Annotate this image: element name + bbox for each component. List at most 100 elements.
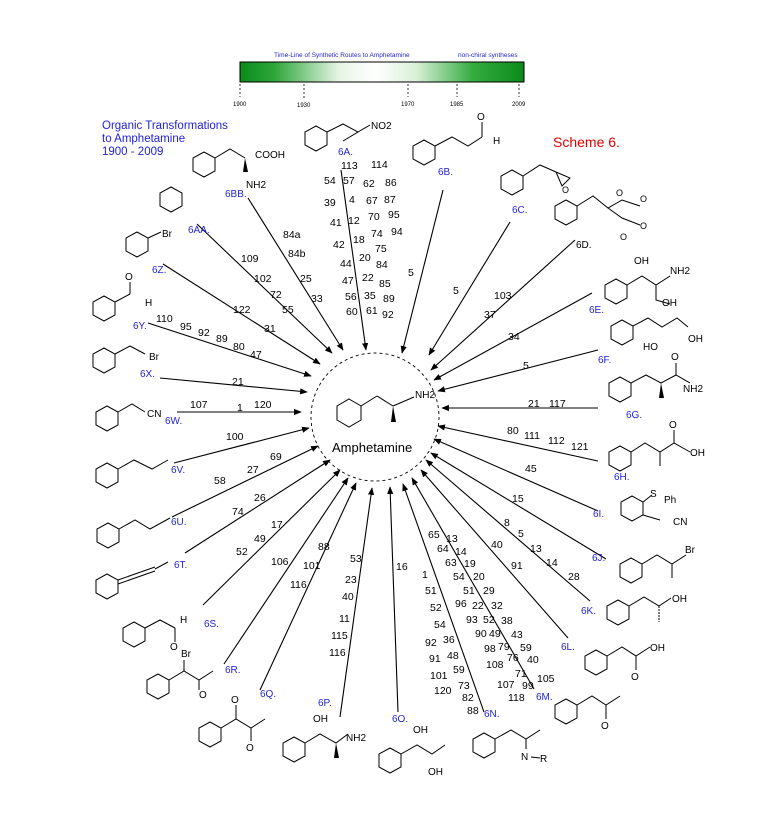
bond (494, 729, 541, 740)
tick-1985: 1985 (450, 102, 464, 108)
compound-label-6V: 6V. (171, 465, 185, 476)
wedge (243, 158, 248, 172)
center-bond (360, 395, 378, 407)
ref-number: 59 (520, 642, 532, 654)
atom-label: O (620, 232, 627, 242)
ref-number: 39 (324, 197, 336, 209)
ref-number: 89 (383, 293, 395, 305)
compound-label-6J: 6J. (592, 553, 605, 564)
ref-number: 107 (190, 399, 208, 411)
bond (118, 517, 171, 530)
atom-label: NH2 (683, 384, 703, 395)
ref-number: 92 (198, 327, 210, 339)
ref-number: 91 (511, 560, 523, 572)
ref-number: 13 (530, 543, 542, 555)
ref-number: 84a (283, 229, 301, 241)
benzene-ring (554, 199, 578, 226)
compound-label-6K: 6K. (581, 606, 596, 617)
ref-number: 4 (349, 194, 355, 206)
ref-number: 106 (271, 556, 289, 568)
atom-label: O (601, 721, 609, 732)
ref-number: 51 (463, 585, 475, 597)
reference-numbers: 113 114 54 57 62 86 39 4 67 87 41 12 70 … (156, 159, 589, 717)
atom-label: H (145, 298, 152, 309)
arrow-6O (387, 486, 399, 713)
arrow-6K (425, 459, 591, 602)
compound-structures: NO2 6A. O H 6B. O 6C. O O O O 6D. OH NH2… (92, 112, 705, 778)
benzene-ring (92, 347, 116, 374)
ref-number: 18 (353, 234, 365, 246)
ref-number: 26 (254, 492, 266, 504)
bond (641, 554, 687, 565)
compound-label-6D: 6D. (576, 240, 592, 251)
ref-number: 52 (483, 614, 495, 626)
atom-label: Br (685, 545, 696, 556)
ref-number: 13 (446, 533, 458, 545)
atom-label: OH (672, 594, 687, 605)
ref-number: 95 (180, 321, 192, 333)
atom-label: N (521, 752, 528, 763)
ref-number: 87 (384, 194, 396, 206)
bond (154, 561, 169, 570)
bond (144, 619, 176, 629)
arrow-6F (437, 349, 599, 393)
header: Organic Transformations to Amphetamine 1… (102, 120, 228, 158)
atom-label: S (650, 489, 657, 500)
ref-number: 35 (364, 290, 376, 302)
arrow-6C (428, 221, 511, 356)
compound-label-6X: 6X. (140, 369, 155, 380)
bond (522, 164, 571, 187)
ref-number: 12 (348, 215, 360, 227)
ref-number: 73 (458, 680, 470, 692)
ref-number: 74 (371, 228, 383, 240)
timeline: Time-Line of Synthetic Routes to Ampheta… (233, 52, 526, 109)
benzene-ring (95, 573, 119, 600)
timeline-ticks (239, 84, 520, 98)
ref-number: 5 (453, 285, 459, 297)
arrow-6V (173, 426, 310, 464)
benzene-ring (304, 125, 328, 152)
atom-label: NH2 (346, 733, 366, 744)
atom-label: OH (690, 448, 705, 459)
atom-label: CN (147, 409, 161, 420)
compound-label-6R: 6R. (225, 665, 241, 676)
header-line3: 1900 - 2009 (102, 146, 163, 158)
atom-label: O (199, 690, 207, 701)
ref-number: 120 (254, 399, 272, 411)
ref-number: 20 (359, 252, 371, 264)
ref-number: 57 (343, 175, 355, 187)
ref-number: 52 (430, 602, 442, 614)
ref-number: 32 (491, 600, 503, 612)
benzene-ring (95, 405, 119, 432)
arrow-6AA (196, 223, 333, 354)
center-bond (392, 396, 415, 407)
benzene-ring (472, 732, 496, 759)
ref-number: 22 (472, 600, 484, 612)
center-benzene-ring (336, 398, 362, 428)
ref-number: 20 (473, 571, 485, 583)
bond (326, 123, 360, 142)
arrow-6D (430, 239, 576, 371)
center-bond (376, 395, 394, 407)
tick-1900: 1900 (233, 102, 247, 108)
compound-label-6Z: 6Z. (152, 265, 166, 276)
arrow-6Q (259, 482, 357, 691)
bond (220, 718, 266, 729)
arrow-6U (171, 445, 319, 518)
bond (626, 275, 671, 286)
bond (628, 596, 672, 607)
center-name: Amphetamine (332, 440, 412, 455)
arrow-6A (340, 169, 369, 351)
compound-label-6I: 6I. (593, 509, 604, 520)
arrow-6B (400, 189, 444, 354)
ref-number: 80 (233, 341, 245, 353)
atom-label: OH (313, 714, 328, 725)
ref-number: 54 (434, 619, 446, 631)
compound-label-6M: 6M. (536, 692, 553, 703)
arrow-6I (433, 438, 599, 512)
ref-number: 92 (425, 637, 437, 649)
atom-label: O (170, 642, 178, 653)
compound-label-6G: 6G. (626, 410, 642, 421)
bond (632, 317, 689, 328)
arrow-6X (159, 377, 308, 395)
